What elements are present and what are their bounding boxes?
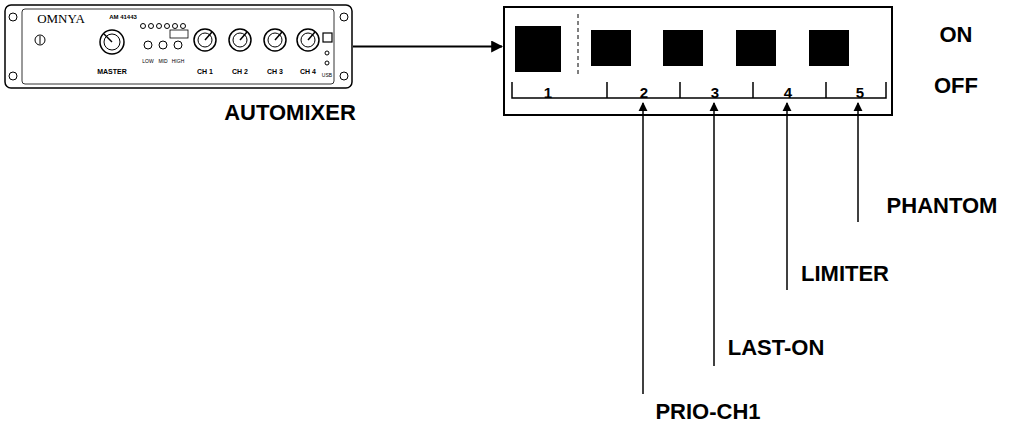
automixer-panel: OMNYA AM 41443LOW MID HIGH MASTER CH 1 CH 2 CH … [5,5,352,88]
control-label: CH 2 [232,68,248,75]
switch-number: 3 [711,85,719,100]
control-label: USB [322,73,332,78]
control-label: HIGH [172,59,185,64]
control-label: MASTER [97,68,127,75]
device-name: AUTOMIXER [224,102,356,124]
dip-switch-box: 1 2 3 4 5 [503,6,893,116]
brand-name: OMNYA [37,12,85,25]
model-number: AM 41443 [109,14,137,20]
position-label: ON [940,24,973,46]
function-label: LAST-ON [728,337,825,359]
function-label: LIMITER [801,263,889,285]
automixer-panel [5,5,352,88]
switch-number: 5 [856,85,864,100]
control-label: CH 3 [267,68,283,75]
dip-switch-block [512,14,886,98]
control-label: LOW [142,59,153,64]
switch-number: 1 [544,85,552,100]
control-label: CH 1 [197,68,213,75]
control-label: CH 4 [300,68,316,75]
switch-number: 2 [640,85,648,100]
connector-arrow [353,46,502,48]
control-label: MID [158,59,167,64]
function-label: PHANTOM [887,195,998,217]
position-label: OFF [934,75,978,97]
leader-arrows [643,103,858,394]
function-label: PRIO-CH1 [655,401,760,423]
switch-number: 4 [784,85,792,100]
